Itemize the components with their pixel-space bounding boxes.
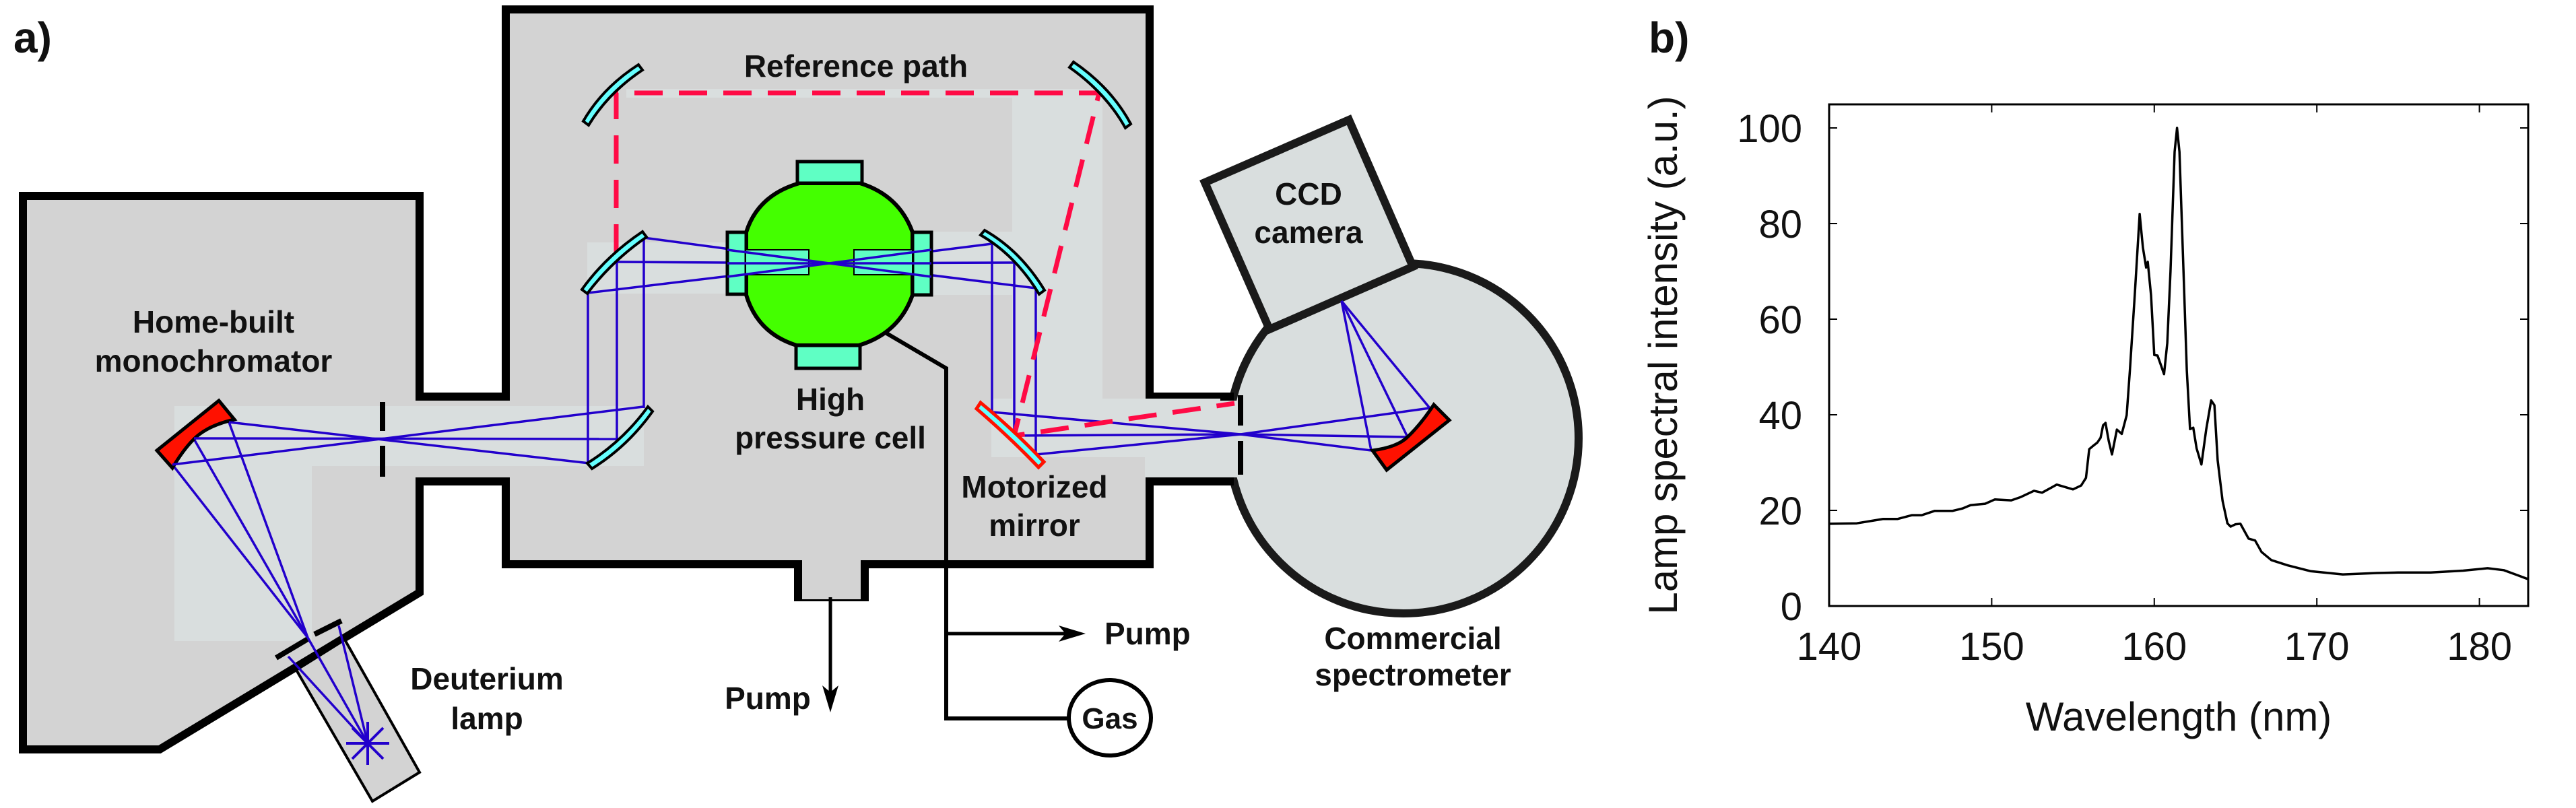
pump-main-label: Pump — [725, 681, 811, 716]
cell-label-1: High — [796, 382, 865, 417]
spectrometer-label-2: spectrometer — [1315, 657, 1511, 692]
lamp-slit-b — [313, 618, 343, 637]
x-tick-label: 140 — [1797, 625, 1862, 669]
mirror-left-upper — [580, 230, 649, 296]
x-axis: 140 150 160 170 180 — [1797, 104, 2512, 669]
cell-bottom-port — [794, 343, 862, 370]
gas-supply[interactable] — [1067, 678, 1153, 758]
y-tick-label: 100 — [1737, 107, 1802, 151]
series-line-lamp-spectrum — [1828, 127, 2529, 580]
x-axis-title: Wavelength (nm) — [2026, 694, 2332, 739]
monochromator-label-1: Home-built — [133, 304, 294, 339]
spectrometer-grating — [1369, 402, 1452, 473]
panel-b-label: b) — [1649, 13, 1689, 62]
x-tick-label: 170 — [2284, 625, 2350, 669]
motorized-mirror-label-1: Motorized — [961, 469, 1107, 504]
y-tick-label: 20 — [1758, 490, 1802, 533]
beam-lamp-to-grating — [171, 422, 369, 745]
panel-a: a) — [13, 5, 1583, 803]
panel-b: b) 140 150 160 170 180 0 20 40 60 80 100 Waveleng… — [1641, 13, 2530, 739]
plot-frame — [1828, 103, 2530, 607]
gas-label: Gas — [1082, 702, 1137, 735]
motorized-mirror-label-2: mirror — [989, 508, 1080, 543]
pump-port — [802, 559, 861, 599]
spectrometer-label-1: Commercial — [1324, 621, 1501, 656]
cell-label-2: pressure cell — [735, 420, 926, 455]
monochromator-label-2: monochromator — [95, 343, 333, 378]
deuterium-lamp-tube — [294, 638, 422, 803]
reference-path-label: Reference path — [744, 48, 968, 83]
y-axis: 0 20 40 60 80 100 — [1737, 107, 2528, 629]
y-tick-label: 80 — [1758, 203, 1802, 246]
motorized-mirror — [974, 400, 1047, 470]
lamp-slit-a — [274, 636, 310, 661]
cell-top-port — [795, 160, 864, 185]
ccd-camera-box — [1199, 114, 1418, 335]
panel-a-label: a) — [13, 13, 52, 62]
y-axis-title: Lamp spectral intensity (a.u.) — [1641, 96, 1686, 614]
arrow-right-icon — [1059, 626, 1086, 642]
lamp-label-1: Deuterium — [410, 661, 563, 696]
y-tick-label: 40 — [1758, 394, 1802, 438]
reference-mirror-top-left — [581, 63, 645, 127]
reference-mirror-top-right — [1067, 60, 1133, 130]
y-tick-label: 60 — [1758, 298, 1802, 342]
lamp-label-2: lamp — [451, 701, 523, 736]
mirror-right-upper — [978, 228, 1047, 296]
spectrum-chart: 140 150 160 170 180 0 20 40 60 80 100 Wavelength … — [1641, 96, 2530, 739]
arrow-down-icon — [822, 685, 838, 712]
x-tick-label: 180 — [2447, 625, 2512, 669]
ccd-label-1: CCD — [1275, 176, 1342, 211]
pump-cell-label: Pump — [1104, 616, 1191, 651]
beam-through-cell — [727, 248, 932, 278]
gas-line — [883, 330, 1069, 720]
ccd-label-2: camera — [1254, 215, 1363, 250]
beam-region-reference — [1012, 98, 1102, 401]
beam-region-cell-left — [587, 242, 749, 294]
y-tick-label: 0 — [1781, 585, 1802, 629]
x-tick-label: 160 — [2121, 625, 2187, 669]
x-tick-label: 150 — [1959, 625, 2024, 669]
mirror-left-lower — [585, 404, 655, 471]
